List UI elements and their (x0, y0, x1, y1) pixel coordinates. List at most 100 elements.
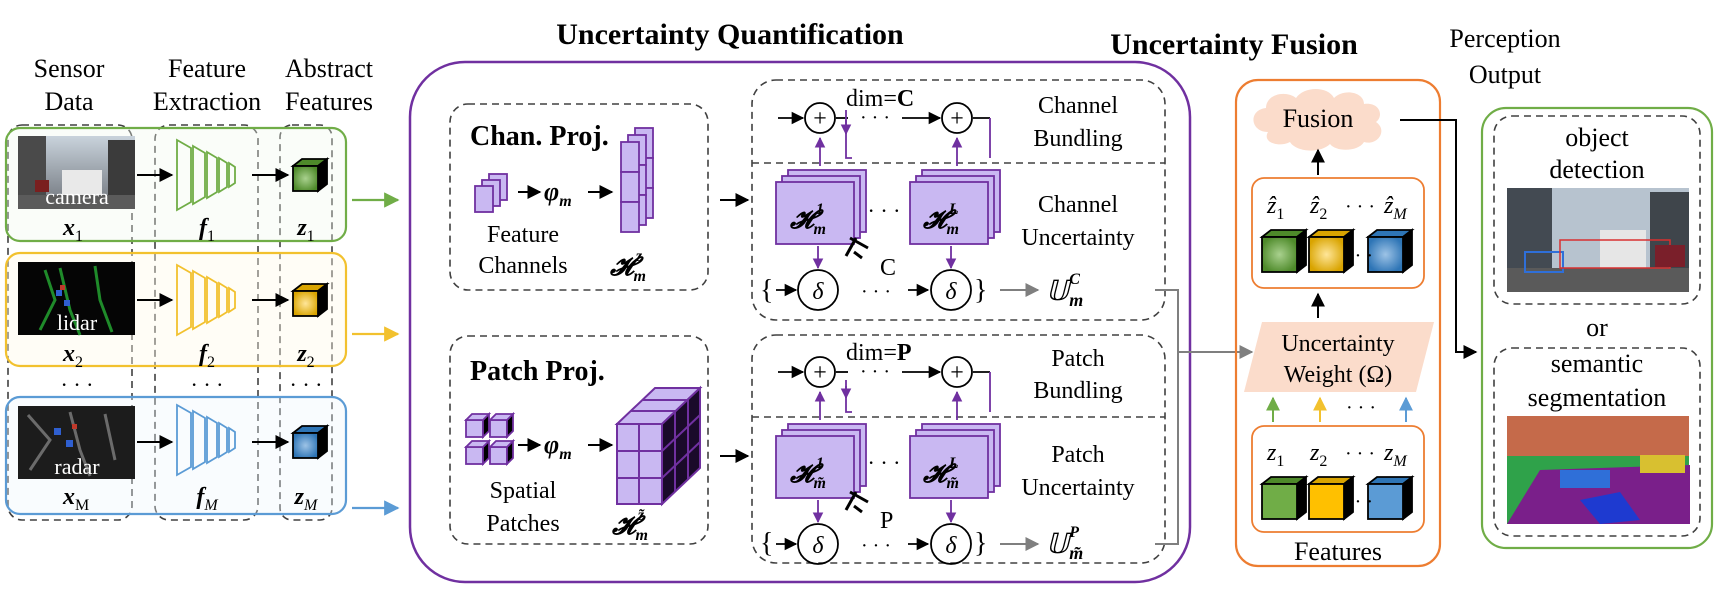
radar-input-label: xM (62, 484, 89, 514)
chan-proj-title: Chan. Proj. (470, 121, 609, 152)
sensor-data-header-line2: Data (44, 87, 94, 116)
patch-bundling-line2: Bundling (1033, 378, 1122, 404)
extractor-ellipsis: · · · (191, 372, 224, 397)
perception-output-header-line2: Output (1469, 60, 1542, 89)
weight-label-line2: Weight (Ω) (1284, 362, 1393, 388)
patch-projection-box: Patch Proj. φm (449, 335, 709, 545)
feature-extraction-header-line1: Feature (168, 54, 246, 83)
patch-proj-title: Patch Proj. (470, 356, 605, 387)
patch-bracket-label: P (880, 508, 893, 534)
channel-uncertainty-result: 𝕌mC (1046, 271, 1083, 310)
feature-zm-label: zM (294, 484, 319, 514)
raw-cube-lidar (1306, 475, 1356, 521)
patch-h-last-stack (909, 423, 1001, 499)
z-m-label: zM (1383, 440, 1408, 470)
raw-cube-camera (1259, 475, 1309, 521)
zhat-2-label: ẑ2 (1309, 193, 1327, 223)
abstract-features-header-line2: Features (285, 87, 373, 116)
lidar-input-label: x2 (62, 341, 83, 371)
feature-cube-lidar (290, 282, 330, 318)
channel-stack-icon (620, 127, 654, 233)
feature-z2-label: z2 (296, 341, 314, 371)
uncertainty-fusion-box: Fusion ẑ1 ẑ2 · · · ẑM (1234, 78, 1442, 568)
perception-output-header-line1: Perception (1449, 24, 1560, 53)
zhat-1-label: ẑ1 (1266, 193, 1284, 223)
channel-dim-label: dim=C (846, 86, 914, 112)
camera-image (18, 136, 135, 209)
patch-delta-1-icon (797, 523, 839, 565)
feature-channels-icon (474, 173, 508, 213)
uncertainty-quantification-box (408, 60, 1192, 584)
camera-label: camera (45, 184, 109, 209)
sensor-ellipsis: · · · (61, 372, 94, 397)
semantic-segmentation-image (1507, 416, 1690, 524)
patch-delta-l-label: δ (945, 533, 957, 559)
fused-cube-ellipsis: · · · (1343, 245, 1373, 267)
channel-sum-1-icon (804, 102, 836, 134)
patch-sum-1-icon (804, 356, 836, 388)
semantic-segmentation-line1: semantic (1551, 349, 1643, 378)
extractor-radar-label: fM (196, 484, 219, 514)
patch-proj-h-label: 𝓗mz̃ (611, 507, 648, 544)
raw-cube-ellipsis: · · · (1343, 491, 1373, 513)
raw-features-box (1251, 425, 1425, 533)
fused-cube-lidar (1306, 228, 1356, 274)
patch-sum-l-icon (941, 356, 973, 388)
channel-sum-l-icon (941, 102, 973, 134)
fusion-cloud-icon (1253, 89, 1382, 151)
channel-delta-1-label: δ (812, 279, 824, 305)
patch-delta-ellipsis: · · · (861, 535, 891, 557)
lidar-label: lidar (57, 310, 98, 335)
channel-h-ellipsis: · · · (868, 198, 901, 223)
radar-image (18, 406, 135, 479)
patch-brace-close: } (974, 528, 987, 559)
channel-delta-l-label: δ (945, 279, 957, 305)
zhat-m-label: ẑM (1383, 193, 1408, 223)
semantic-segmentation-line2: segmentation (1528, 383, 1667, 412)
patch-h-first-stack (775, 423, 867, 499)
channel-delta-1-icon (797, 269, 839, 311)
patch-brace-open: { (760, 528, 773, 559)
sensor-data-header-line1: Sensor (34, 54, 105, 83)
features-label: Features (1294, 537, 1382, 566)
channel-uncertainty-line2: Uncertainty (1021, 225, 1134, 251)
extractor-camera-label: f1 (199, 215, 215, 245)
radar-label: radar (54, 454, 100, 479)
channel-uncertainty-box: + dim=C · · · + Channel Bundling 𝓗m1 · ·… (751, 79, 1166, 321)
extractor-camera-icon (176, 138, 236, 212)
feature-cube-radar (290, 424, 330, 460)
extractor-lidar-label: f2 (199, 341, 215, 371)
arrow-fusion-to-output (1400, 119, 1478, 359)
perception-output-box: object detection or semantic segmentatio… (1480, 106, 1714, 550)
sensor-row-camera: camera x1 (4, 126, 348, 245)
channel-h-last-stack (909, 169, 1001, 245)
lidar-image (18, 262, 135, 336)
or-label: or (1586, 313, 1608, 342)
camera-input-label: x1 (62, 215, 83, 245)
z-ellipsis: · · · (1345, 443, 1375, 465)
sensor-row-lidar: lidar x2 (4, 251, 348, 371)
svg-text:+: + (950, 106, 964, 132)
channel-brace-close: } (974, 275, 987, 306)
channel-delta-ellipsis: · · · (861, 281, 891, 303)
patch-uncertainty-line1: Patch (1051, 442, 1104, 468)
svg-text:+: + (813, 360, 827, 386)
feature-cube-camera (290, 157, 330, 193)
weight-label-line1: Uncertainty (1281, 331, 1394, 357)
patch-h-ellipsis: · · · (868, 450, 901, 475)
weight-arrows-ellipsis: · · · (1346, 397, 1376, 419)
patch-uncertainty-box: + dim=P · · · + Patch Bundling 𝓗m̃1 · · … (751, 334, 1166, 565)
channel-delta-l-icon (930, 269, 972, 311)
chan-proj-phi: φm (544, 177, 572, 210)
patch-bundling-ellipsis: · · · (860, 361, 890, 383)
patch-delta-1-label: δ (812, 533, 824, 559)
object-detection-image (1507, 188, 1689, 292)
patch-uncertainty-line2: Uncertainty (1021, 475, 1134, 501)
feature-ellipsis: · · · (290, 372, 323, 397)
svg-text:+: + (950, 360, 964, 386)
fused-cube-radar (1365, 228, 1415, 274)
extractor-radar-icon (176, 403, 236, 477)
fusion-label: Fusion (1283, 104, 1354, 133)
channel-brace-open: { (760, 275, 773, 306)
